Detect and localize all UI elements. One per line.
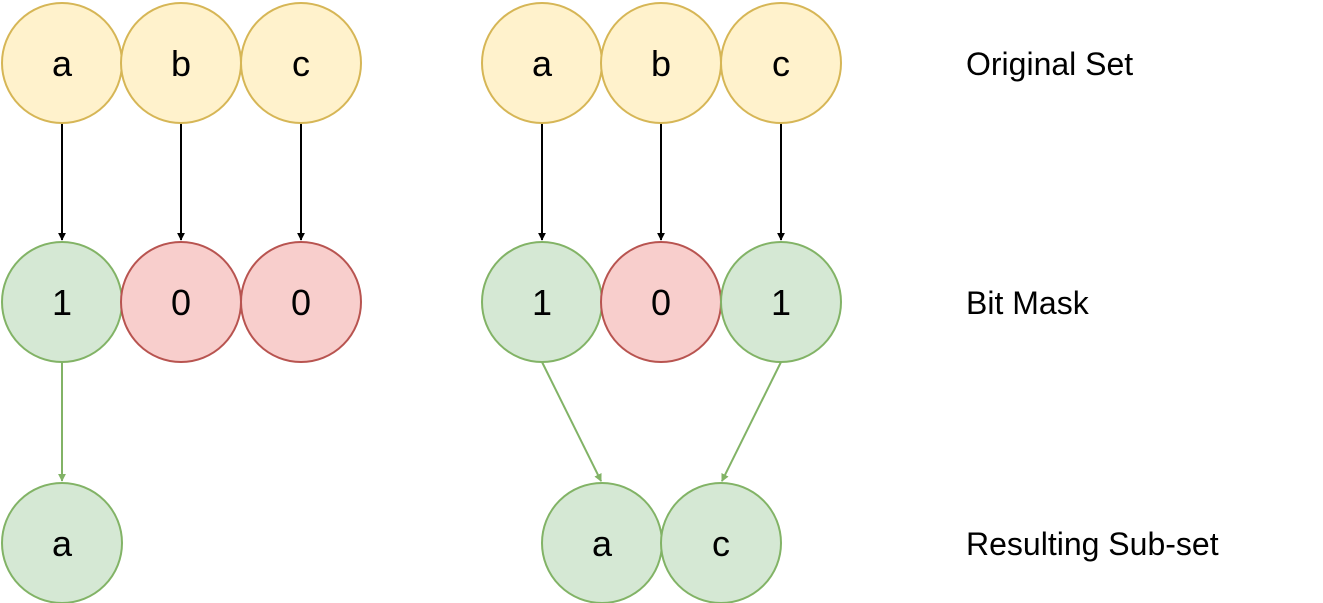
example-2-result-element-a-label: a [592,523,613,564]
example-2-bit-3-circle [720,241,842,363]
example-1-result-element-a-label: a [52,523,73,564]
example-1-bit-3-circle [240,241,362,363]
example-2-result-element-c-label: c [712,523,730,564]
example-1-original-element-c-circle [240,2,362,124]
example-2-original-element-b: b [600,2,722,124]
example-1-bit-3: 0 [240,241,362,363]
example-1-result-element-a: a [1,482,123,603]
row-label-original-set: Original Set [966,46,1133,82]
example-1-original-element-c-label: c [292,43,310,84]
example-2-original-element-c-circle [720,2,842,124]
row-labels: Original Set Bit Mask Resulting Sub-set [966,46,1219,562]
example-2-bit-1: 1 [481,241,603,363]
example-2-bit-2-label: 0 [651,282,671,323]
example-2-bit-3: 1 [720,241,842,363]
example-2-original-element-a: a [481,2,603,124]
example-2-result-element-a: a [541,482,663,603]
example-1-original-element-a: a [1,2,123,124]
row-label-resulting-subset: Resulting Sub-set [966,526,1219,562]
example-2-original-element-a-label: a [532,43,553,84]
example-2-original-element-c-label: c [772,43,790,84]
example-2-original-element-c: c [720,2,842,124]
example-2-select-arrow-2 [720,361,782,482]
example-1-original-element-b: b [120,2,242,124]
example-2-result-element-c: c [660,482,782,603]
example-1-original-element-c: c [240,2,362,124]
row-label-bit-mask: Bit Mask [966,285,1090,321]
example-1-bit-3-label: 0 [291,282,311,323]
nodes-layer: a b c 1 0 0 a a b c 1 0 1 a c [1,2,842,603]
example-2-bit-3-label: 1 [771,282,791,323]
example-2-bit-2: 0 [600,241,722,363]
example-2-bit-1-label: 1 [532,282,552,323]
example-1-bit-1-label: 1 [52,282,72,323]
example-1-bit-2: 0 [120,241,242,363]
example-1-original-element-b-label: b [171,43,191,84]
example-2-select-arrow-1 [541,361,603,482]
arrows-layer [58,123,785,482]
example-1-bit-2-label: 0 [171,282,191,323]
example-1-original-element-a-label: a [52,43,73,84]
example-2-original-element-b-label: b [651,43,671,84]
example-1-result-element-a-circle [1,482,123,603]
example-1-bit-1: 1 [1,241,123,363]
example-2-result-element-c-circle [660,482,782,603]
